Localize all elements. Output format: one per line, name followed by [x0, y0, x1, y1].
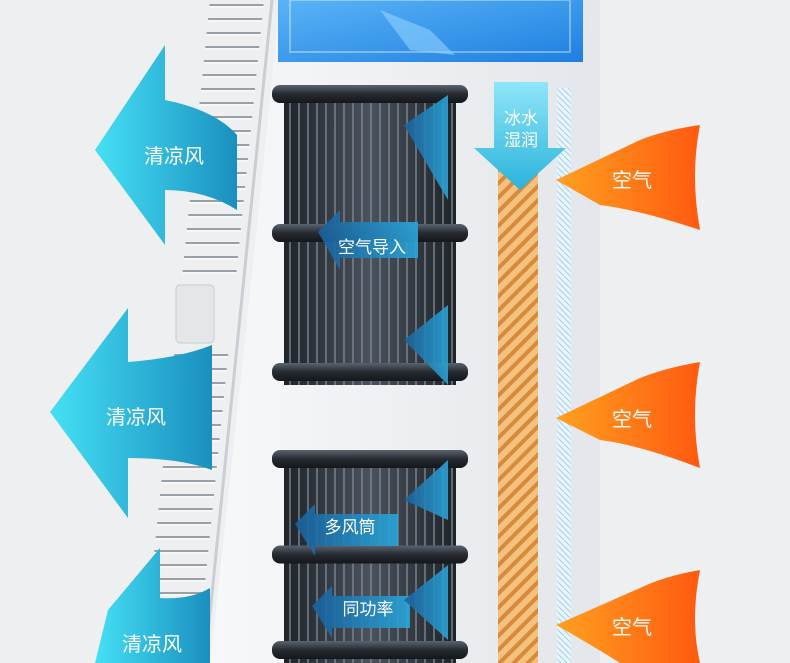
air-label-mid: 空气 — [612, 407, 652, 431]
air-intake-label: 空气导入 — [338, 238, 406, 258]
air-intake-arrow-icon — [318, 210, 418, 270]
warm-air-arrow-top: 空气 — [556, 125, 700, 230]
cooler-body-edge — [203, 0, 274, 663]
cool-wind-label-mid: 清凉风 — [106, 405, 166, 429]
fan-inflow-arrow-icon — [404, 95, 448, 200]
warm-air-arrow-icon — [556, 125, 700, 230]
warm-air-arrow-bottom: 空气 — [556, 570, 700, 663]
fan-inflow-arrow-icon — [404, 565, 448, 640]
fan-inflow-arrow-icon — [404, 305, 448, 385]
cool-air-arrow-icon — [95, 45, 237, 245]
same-power-label: 同功率 — [343, 600, 394, 620]
multi-duct-label: 多风筒 — [325, 518, 376, 538]
ice-cube — [380, 10, 455, 55]
cool-air-arrow-icon — [95, 548, 210, 663]
louver-bracket — [175, 284, 215, 344]
multi-duct-arrow-icon — [295, 504, 398, 556]
fan-ring — [272, 641, 468, 659]
cool-air-arrow-top: 清凉风 — [95, 45, 237, 245]
ice-water-label-line2: 湿润 — [504, 131, 538, 151]
cool-wind-label-bottom: 清凉风 — [122, 632, 182, 656]
fan-ring — [272, 363, 468, 381]
fan-ring — [272, 85, 468, 103]
cool-wind-label-top: 清凉风 — [144, 144, 204, 168]
warm-air-arrow-mid: 空气 — [556, 362, 700, 468]
cool-air-arrow-bottom: 清凉风 — [95, 548, 210, 663]
cool-air-arrow-mid: 清凉风 — [50, 308, 212, 518]
ice-water-label-line1: 冰水 — [504, 109, 538, 129]
warm-air-arrow-icon — [556, 362, 700, 468]
fan-ring — [272, 450, 468, 468]
filter-mesh — [557, 88, 571, 663]
same-power-arrow-icon — [312, 586, 410, 638]
fan-inflow-arrow-icon — [404, 460, 448, 520]
water-drop-arrow-icon — [474, 82, 566, 190]
fan-ring — [272, 545, 468, 564]
cool-air-arrow-icon — [50, 308, 212, 518]
air-label-top: 空气 — [612, 168, 652, 192]
warm-air-arrow-icon — [556, 570, 700, 663]
air-label-bottom: 空气 — [612, 615, 652, 639]
